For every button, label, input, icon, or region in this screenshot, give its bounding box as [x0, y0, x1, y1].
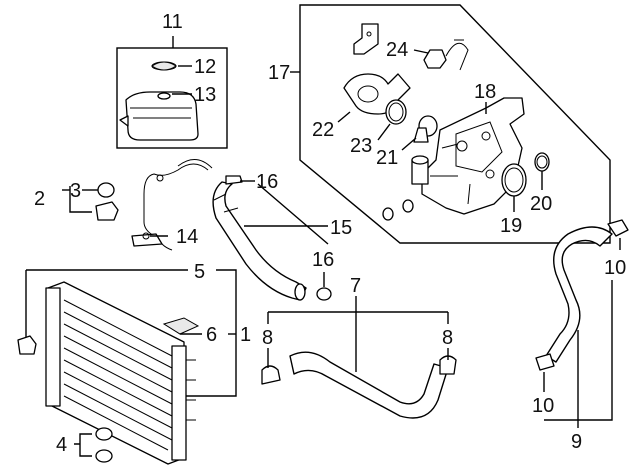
leader-7-bracket [268, 296, 448, 372]
reservoir-group-box [116, 47, 228, 149]
leader-4-bracket [74, 433, 92, 457]
callout-10-lower: 10 [532, 395, 554, 417]
hose-clamp-bottom [535, 353, 555, 371]
callout-16-upper: 16 [256, 171, 278, 193]
radiator-group [17, 269, 237, 465]
callout-8-right: 8 [442, 327, 453, 349]
bypass-group [62, 159, 213, 251]
upper-radiator-hose [212, 181, 307, 301]
heater-hose [545, 226, 613, 363]
callout-20: 20 [530, 193, 552, 215]
callout-21: 21 [376, 147, 398, 169]
hose-clamp-left [261, 365, 281, 385]
callout-8-left: 8 [262, 327, 273, 349]
callout-16-lower: 16 [312, 249, 334, 271]
hose-clamp-right [439, 355, 457, 375]
bracket [353, 23, 379, 55]
radiator-core [47, 281, 185, 465]
leader-5-bracket [26, 269, 237, 397]
thermostat-group-box [299, 4, 611, 244]
lower-hose-group [261, 296, 457, 419]
callout-17: 17 [268, 62, 290, 84]
callout-7: 7 [350, 275, 361, 297]
callout-6: 6 [206, 324, 217, 346]
callout-10-upper: 10 [604, 257, 626, 279]
hose-clamp-top [607, 219, 629, 237]
radiator-mount-bracket [17, 335, 37, 355]
reservoir-cap-top [151, 61, 177, 71]
temperature-sensor [423, 39, 469, 71]
hose-clamp-lower [316, 287, 332, 301]
clip-upper [97, 182, 115, 198]
callout-labels: 11 12 13 17 24 18 22 23 21 19 20 2 3 14 … [34, 11, 626, 456]
housing-gasket [501, 163, 527, 197]
thermostat-group [290, 4, 611, 244]
reservoir-group [116, 36, 228, 149]
callout-9: 9 [571, 431, 582, 453]
lower-radiator-hose [289, 351, 449, 419]
thermostat [413, 115, 438, 143]
radiator-tank-right [171, 345, 187, 461]
callout-18: 18 [474, 81, 496, 103]
leader-21 [401, 137, 417, 151]
plug-a [382, 207, 394, 221]
callout-3: 3 [70, 180, 81, 202]
callout-11: 11 [162, 11, 183, 33]
air-guide [162, 317, 200, 335]
leader-9-bracket [544, 280, 613, 428]
callout-5: 5 [194, 261, 205, 283]
callout-1: 1 [240, 324, 251, 346]
reservoir-tank [119, 91, 199, 141]
mount-cushion-lower [95, 449, 113, 463]
callout-22: 22 [312, 119, 334, 141]
hose-clamp-upper [225, 175, 243, 185]
upper-hose-group [212, 175, 332, 301]
callout-2: 2 [34, 188, 45, 210]
mount-cushion-upper [95, 427, 113, 441]
leader-22 [337, 111, 351, 123]
heater-hose-group [535, 219, 629, 428]
radiator-tank-left [45, 287, 61, 407]
callout-12: 12 [194, 56, 216, 78]
callout-24: 24 [386, 39, 408, 61]
leader-15-bracket [244, 183, 329, 245]
leader-23 [377, 123, 391, 141]
callout-23: 23 [350, 135, 372, 157]
leader-2-bracket [69, 186, 92, 213]
plug-b [402, 199, 414, 213]
callout-13: 13 [194, 84, 216, 106]
callout-4: 4 [56, 434, 67, 456]
callout-14: 14 [176, 226, 198, 248]
callout-15: 15 [330, 217, 352, 239]
clip-lower [95, 201, 119, 221]
leader-24 [413, 49, 429, 54]
callout-19: 19 [500, 215, 522, 237]
